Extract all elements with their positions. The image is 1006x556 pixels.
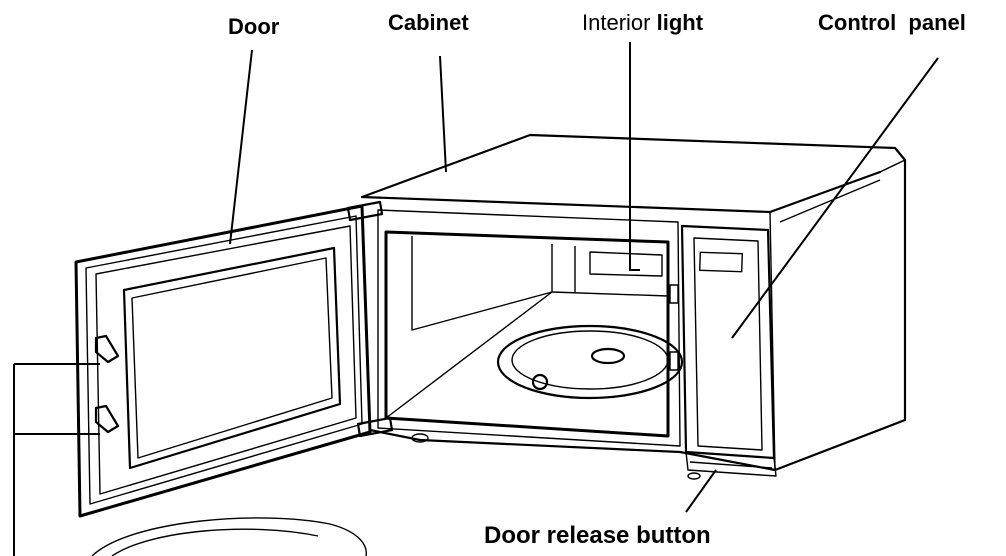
glass-tray — [92, 518, 366, 556]
leader-control-panel — [732, 58, 938, 338]
leader-door-latches — [14, 364, 100, 556]
label-door: Door — [228, 16, 279, 38]
label-control-panel: Control panel — [818, 12, 966, 34]
label-interior-light-suffix: light — [657, 10, 703, 35]
leader-door — [230, 50, 252, 244]
leader-cabinet — [440, 56, 446, 172]
leader-interior-light — [630, 42, 640, 270]
label-interior-light-prefix: Interior — [582, 10, 650, 35]
label-interior-light: Interior light — [582, 12, 703, 34]
door-shape — [76, 202, 392, 516]
cabinet-body — [362, 135, 905, 470]
label-cabinet: Cabinet — [388, 12, 469, 34]
oven-cavity — [386, 232, 682, 436]
leader-door-release — [686, 470, 716, 512]
label-door-release-button: Door release button — [484, 524, 711, 548]
